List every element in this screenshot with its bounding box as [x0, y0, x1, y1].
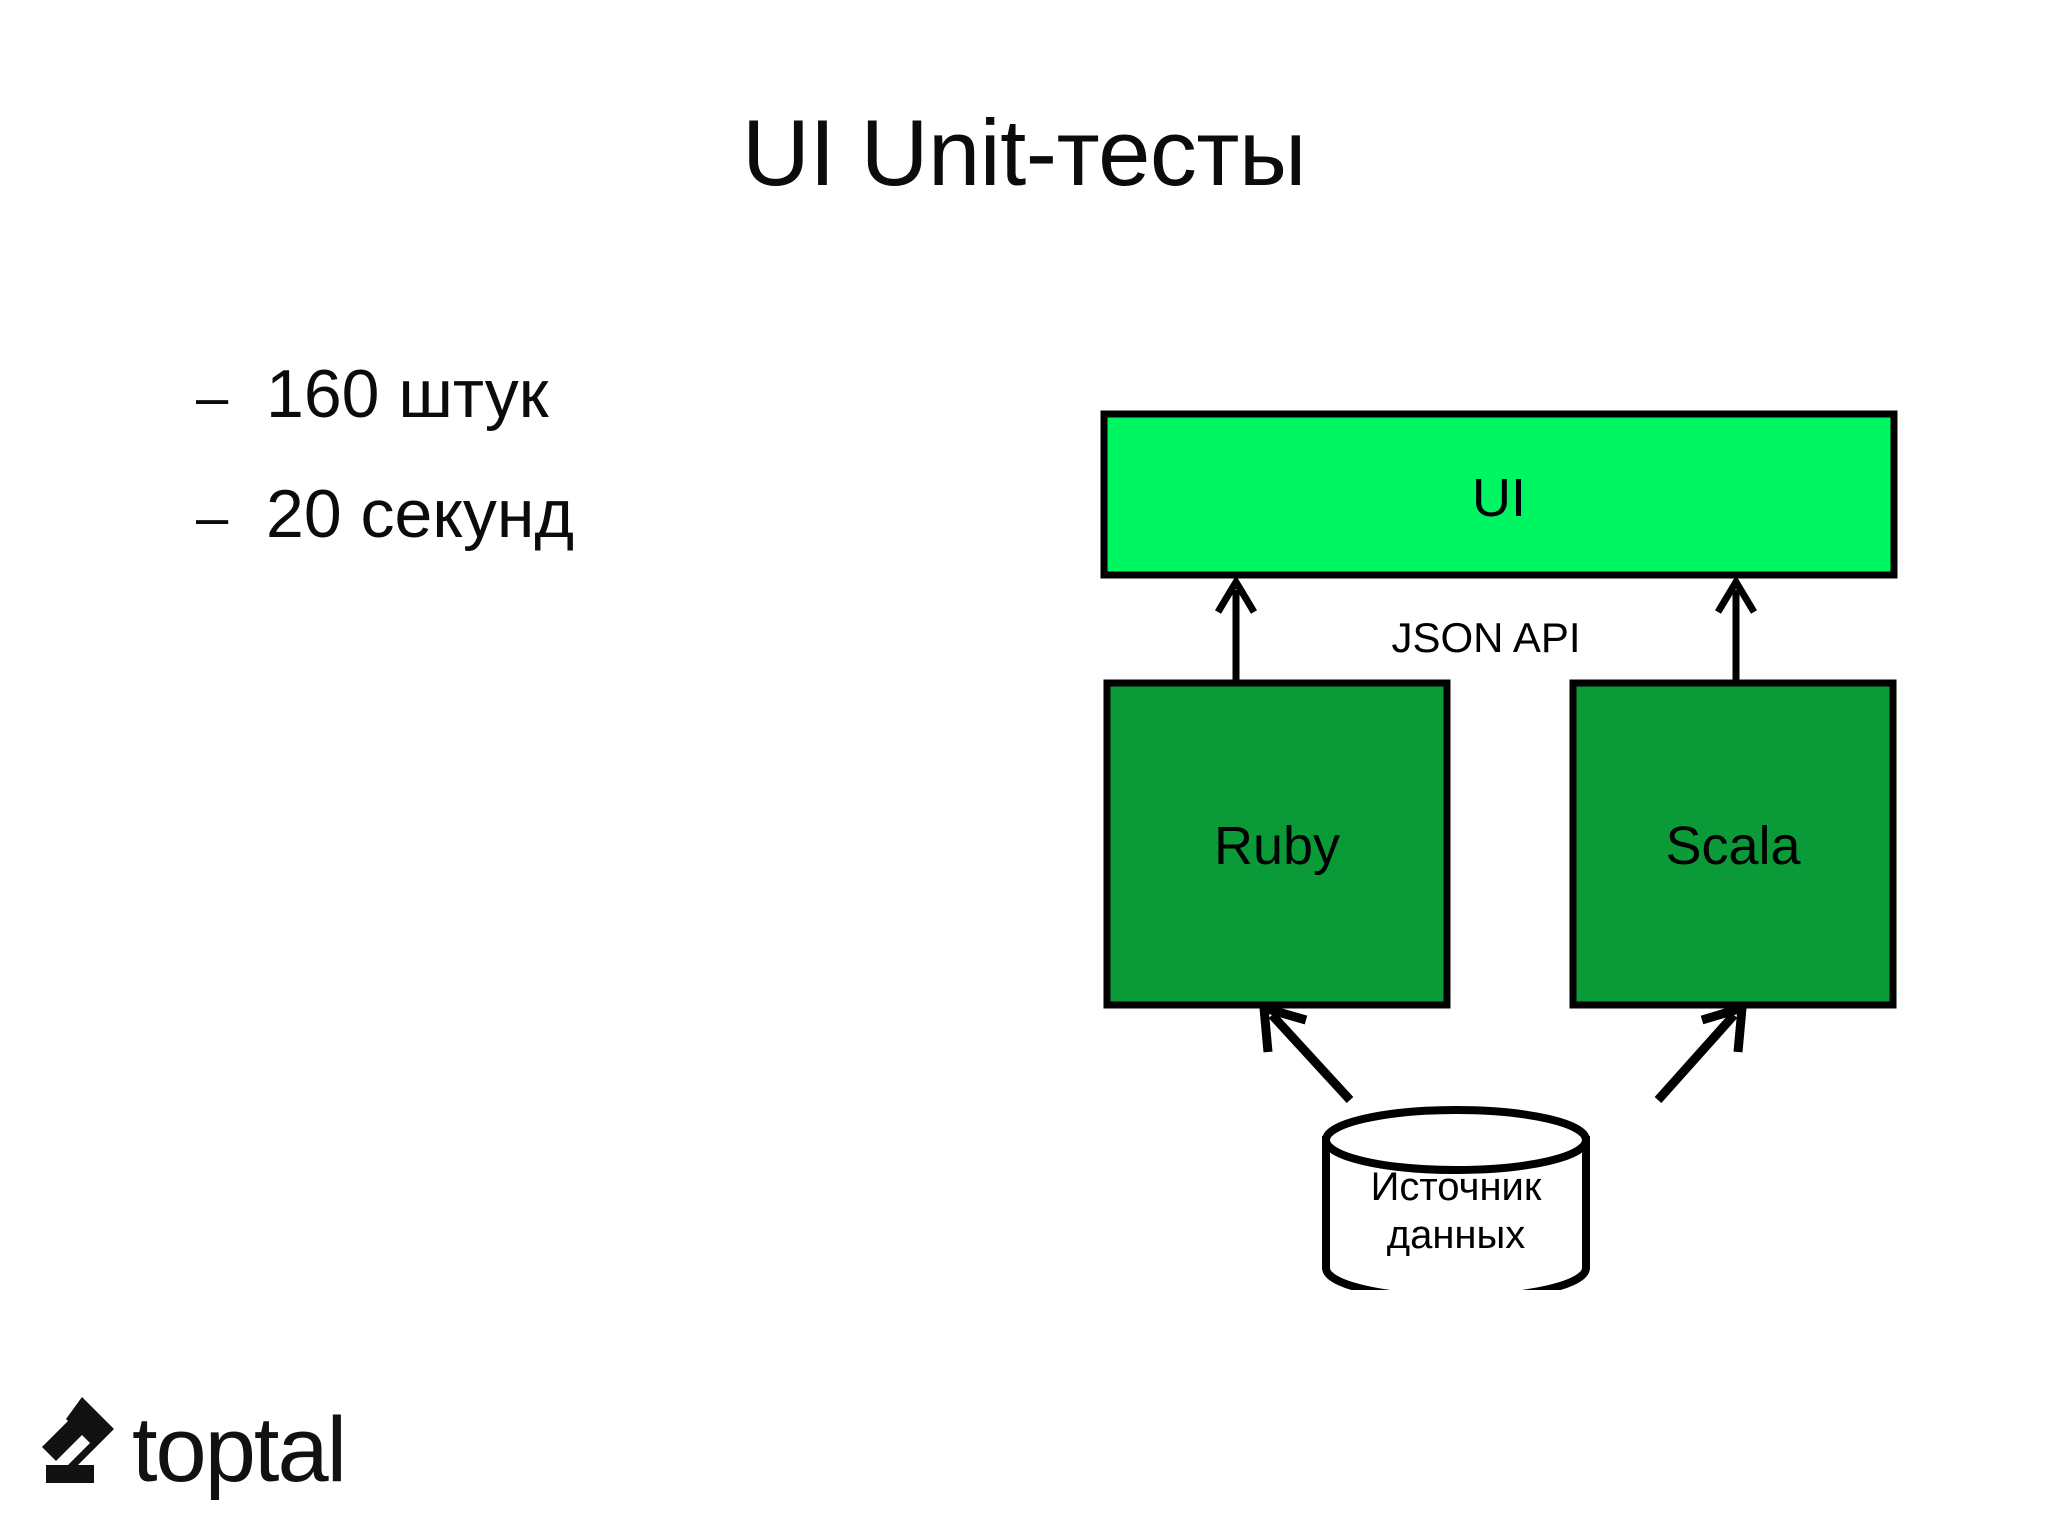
cylinder-body-shape: [1322, 1136, 1590, 1290]
cylinder-top-shape: [1322, 1106, 1590, 1174]
edge-source-to-ruby-arrowhead: [1258, 1001, 1308, 1053]
diagram-node-scala: Scala: [1569, 679, 1897, 1009]
bullet-list: – 160 штук – 20 секунд: [196, 355, 956, 595]
bullet-item-label: 160 штук: [266, 356, 549, 432]
list-item: – 160 штук: [196, 355, 956, 433]
toptal-logo: toptal: [38, 1395, 347, 1504]
scala-box-label: Scala: [1665, 816, 1801, 876]
data-source-label-line2: данных: [1387, 1213, 1526, 1257]
architecture-diagram: UI JSON API Ruby Scala: [1090, 400, 1920, 1290]
edge-scala-to-ui: [1714, 575, 1758, 685]
scala-box-shape: [1569, 679, 1897, 1009]
edge-source-to-scala-arrowhead: [1700, 1001, 1748, 1053]
data-source-label-line1: Источник: [1371, 1165, 1542, 1209]
diagram-node-ruby: Ruby: [1103, 679, 1451, 1009]
ui-box-shape: [1100, 410, 1898, 579]
ruby-box-label: Ruby: [1214, 816, 1340, 876]
edge-scala-to-ui-arrowhead: [1714, 575, 1758, 614]
toptal-wordmark: toptal: [132, 1398, 347, 1501]
edge-ruby-to-ui: [1214, 575, 1258, 685]
edge-source-to-ruby: [1258, 1001, 1354, 1104]
bullet-marker-icon: –: [196, 365, 229, 430]
bullet-marker-icon: –: [196, 485, 229, 551]
edge-source-to-scala-line: [1654, 1012, 1738, 1103]
edge-source-to-scala: [1654, 1001, 1748, 1103]
diagram-node-data-source: Источник данных: [1322, 1106, 1590, 1290]
ui-box-label: UI: [1472, 468, 1526, 528]
diagram-node-ui: UI: [1100, 410, 1898, 579]
edge-source-to-ruby-line: [1268, 1011, 1354, 1104]
page-title: UI Unit-тесты: [742, 100, 1306, 205]
edge-label-json-api: JSON API: [1391, 614, 1580, 661]
edge-ruby-to-ui-arrowhead: [1214, 575, 1258, 614]
bullet-item-label: 20 секунд: [266, 476, 575, 553]
toptal-chevron-mark-icon: [38, 1395, 116, 1504]
ruby-box-shape: [1103, 679, 1451, 1009]
list-item: – 20 секунд: [196, 475, 956, 553]
